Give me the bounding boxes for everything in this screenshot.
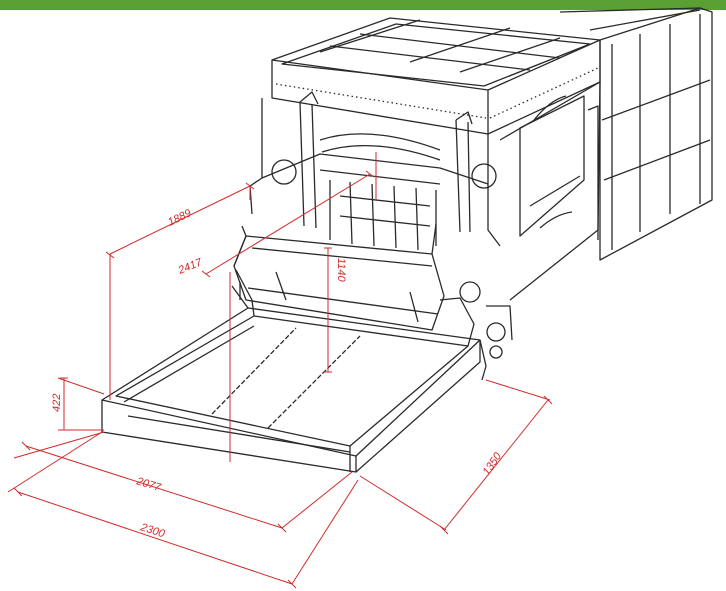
container-body bbox=[559, 7, 713, 261]
dim-label-1140: 1140 bbox=[335, 258, 347, 283]
dimension-line-2077 bbox=[13, 431, 353, 533]
dimension-line-422 bbox=[57, 377, 105, 431]
dimension-line-2417 bbox=[201, 152, 377, 462]
compactor-machine-outline bbox=[101, 7, 713, 473]
green-header-banner bbox=[0, 0, 726, 10]
hydraulic-side-assembly bbox=[459, 81, 601, 359]
dimension-line-2300 bbox=[7, 431, 359, 589]
dim-label-2417: 2417 bbox=[176, 256, 205, 277]
dim-label-1350: 1350 bbox=[481, 450, 505, 478]
dimension-line-1350 bbox=[359, 379, 553, 535]
tipping-panel bbox=[233, 223, 445, 331]
dim-label-1889: 1889 bbox=[166, 207, 193, 229]
dim-label-2077: 2077 bbox=[134, 475, 163, 494]
hopper-lid bbox=[271, 17, 601, 135]
loading-tray bbox=[101, 269, 487, 473]
dimension-annotations bbox=[7, 152, 553, 589]
dimension-labels: 1889 2417 1140 422 2077 2300 1350 bbox=[51, 207, 505, 541]
dim-label-2300: 2300 bbox=[138, 521, 167, 541]
dimension-line-1140 bbox=[324, 247, 332, 373]
dim-label-422: 422 bbox=[51, 394, 63, 412]
dimension-line-1889 bbox=[105, 182, 255, 400]
inner-compaction-mechanism bbox=[319, 169, 441, 251]
